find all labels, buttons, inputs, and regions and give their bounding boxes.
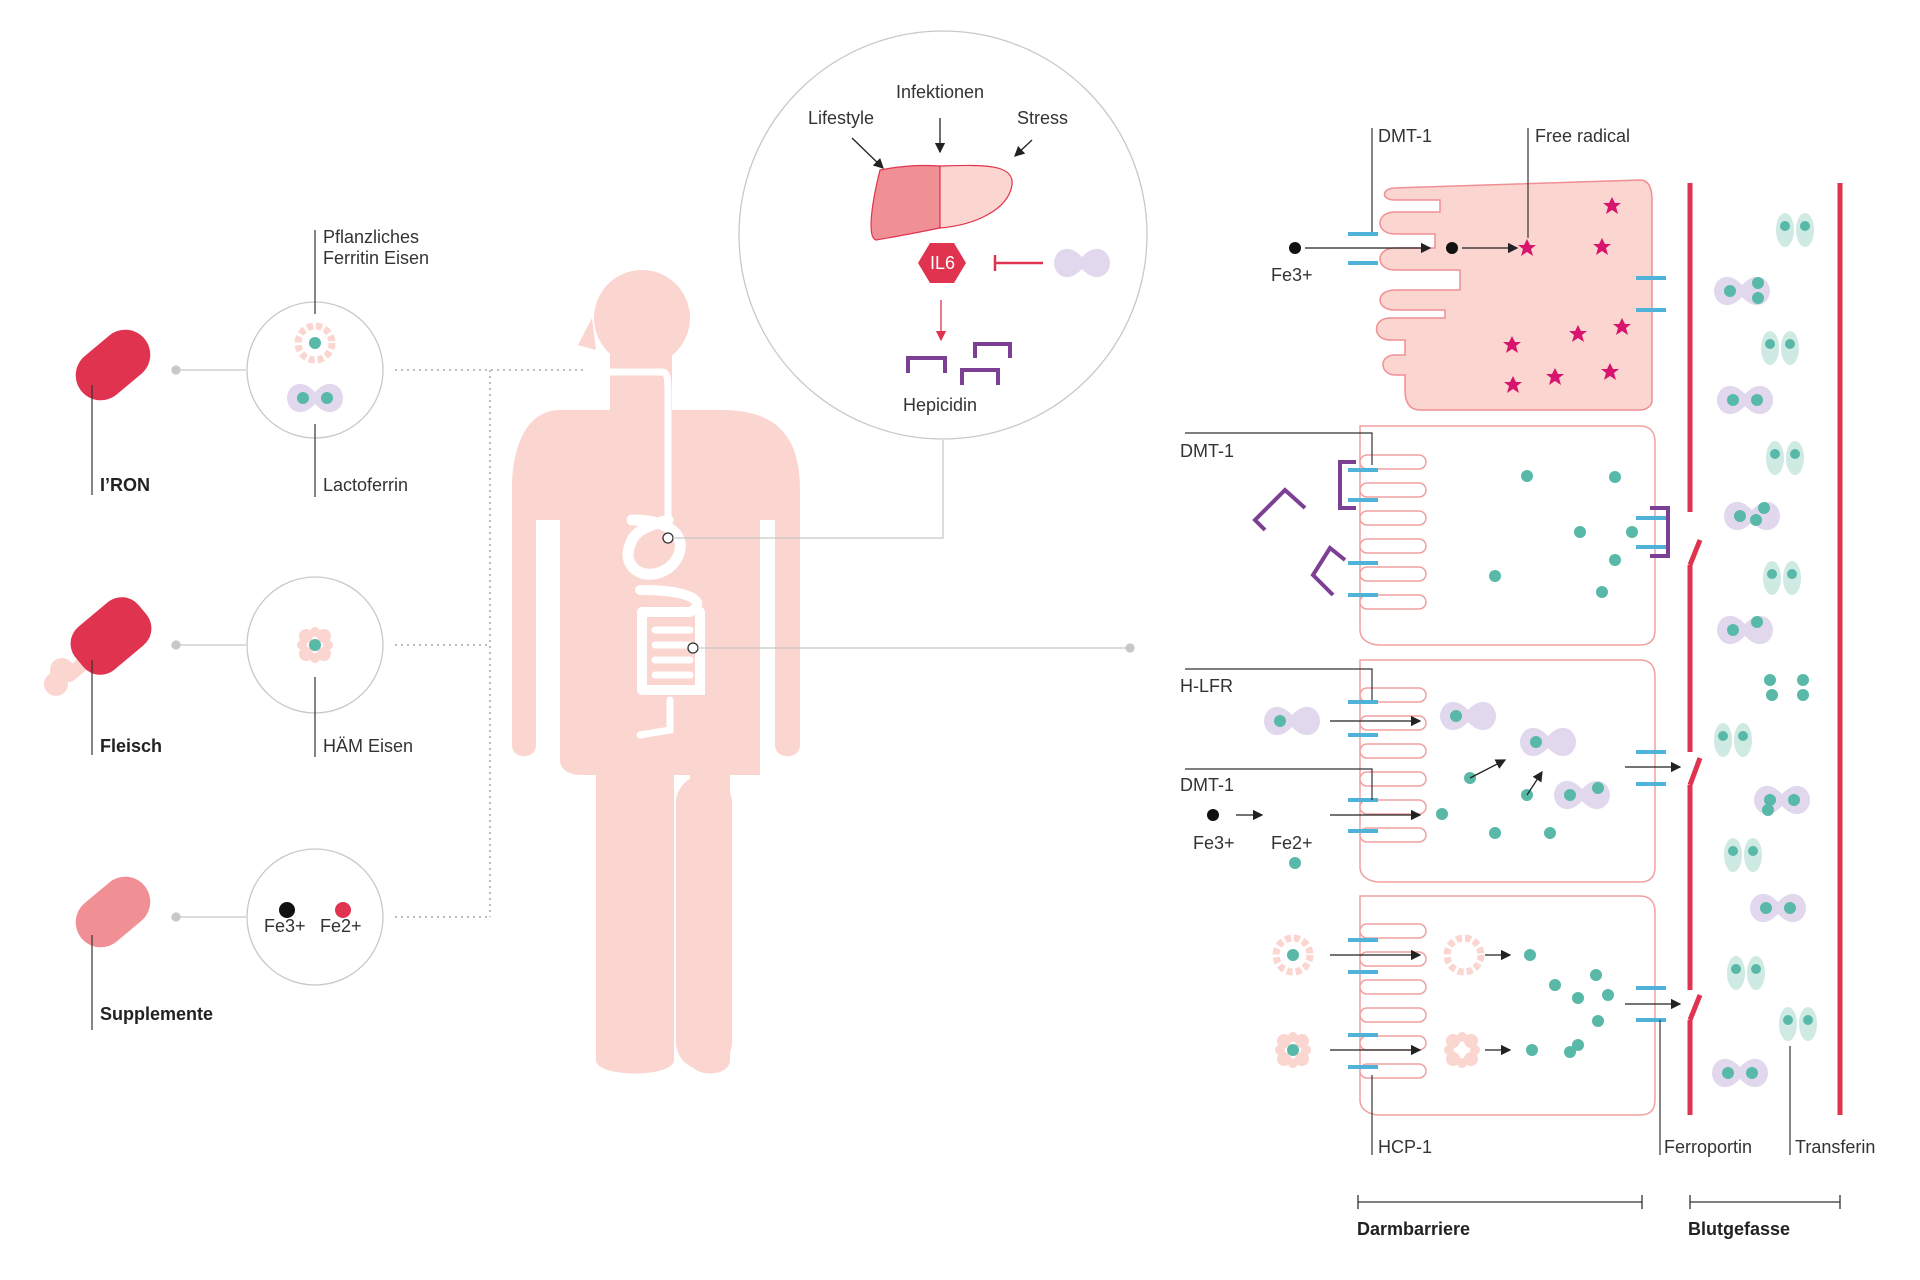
villi (1359, 454, 1427, 1079)
label-fe3-top: Fe3+ (1271, 265, 1313, 285)
label-heme-iron: HÄM Eisen (323, 736, 414, 756)
label-hcp1: HCP-1 (1378, 1137, 1433, 1157)
label-fe3-c: Fe3+ (1193, 833, 1235, 853)
damaged-cell (1375, 179, 1653, 411)
body-connectors (673, 440, 1135, 653)
label-iron: I’RON (100, 475, 151, 495)
source-iron (75, 329, 151, 495)
label-plant-ferritin-1: Pflanzliches (323, 227, 420, 247)
label-lifestyle: Lifestyle (808, 108, 875, 128)
hepcidin-blocks (1252, 460, 1670, 597)
healthy-cells (1359, 425, 1656, 1116)
label-stress: Stress (1017, 108, 1069, 128)
label-lactoferrin: Lactoferrin (323, 475, 409, 495)
label-free-radical: Free radical (1535, 126, 1631, 146)
source-circle-heme (246, 576, 384, 757)
transporters (1348, 232, 1666, 1069)
label-dmt1-b: DMT-1 (1180, 441, 1234, 461)
body-markers (662, 532, 699, 654)
label-supplements: Supplemente (100, 1004, 214, 1024)
digestive-tract (596, 368, 705, 739)
iron-ions-black (1207, 242, 1458, 821)
label-hlfr: H-LFR (1180, 676, 1233, 696)
label-dmt1-top: DMT-1 (1378, 126, 1432, 146)
label-gut-barrier: Darmbarriere (1357, 1219, 1471, 1239)
blood-vessel-walls (1687, 183, 1843, 1115)
blood-proteins (1712, 213, 1817, 1088)
liver-panel (738, 30, 1148, 440)
label-fe2-c: Fe2+ (1271, 833, 1313, 853)
label-hepcidin: Hepicidin (903, 395, 978, 415)
label-infections: Infektionen (896, 82, 985, 102)
label-dmt1-c: DMT-1 (1180, 775, 1234, 795)
human-body (512, 270, 800, 1074)
cell-proteins (1264, 701, 1610, 1068)
source-circle-ions (246, 848, 384, 986)
range-rules (1357, 1195, 1841, 1209)
dotted-connectors (395, 369, 585, 918)
iron-ions-teal (1289, 470, 1638, 1058)
source-connectors (171, 365, 246, 922)
label-meat: Fleisch (100, 736, 163, 756)
leader-lines (1185, 128, 1791, 1155)
label-source-fe2: Fe2+ (320, 916, 362, 936)
source-meat (44, 597, 152, 755)
label-plant-ferritin-2: Ferritin Eisen (323, 248, 430, 268)
label-source-fe3: Fe3+ (264, 916, 306, 936)
gut-arrows (1236, 242, 1682, 1056)
source-circle-plant (246, 230, 384, 497)
label-transferrin: Transferin (1795, 1137, 1876, 1157)
label-blood-vessels: Blutgefasse (1688, 1219, 1791, 1239)
source-supplement (75, 876, 151, 1030)
label-il6: IL6 (930, 253, 956, 273)
label-ferroportin: Ferroportin (1664, 1137, 1753, 1157)
